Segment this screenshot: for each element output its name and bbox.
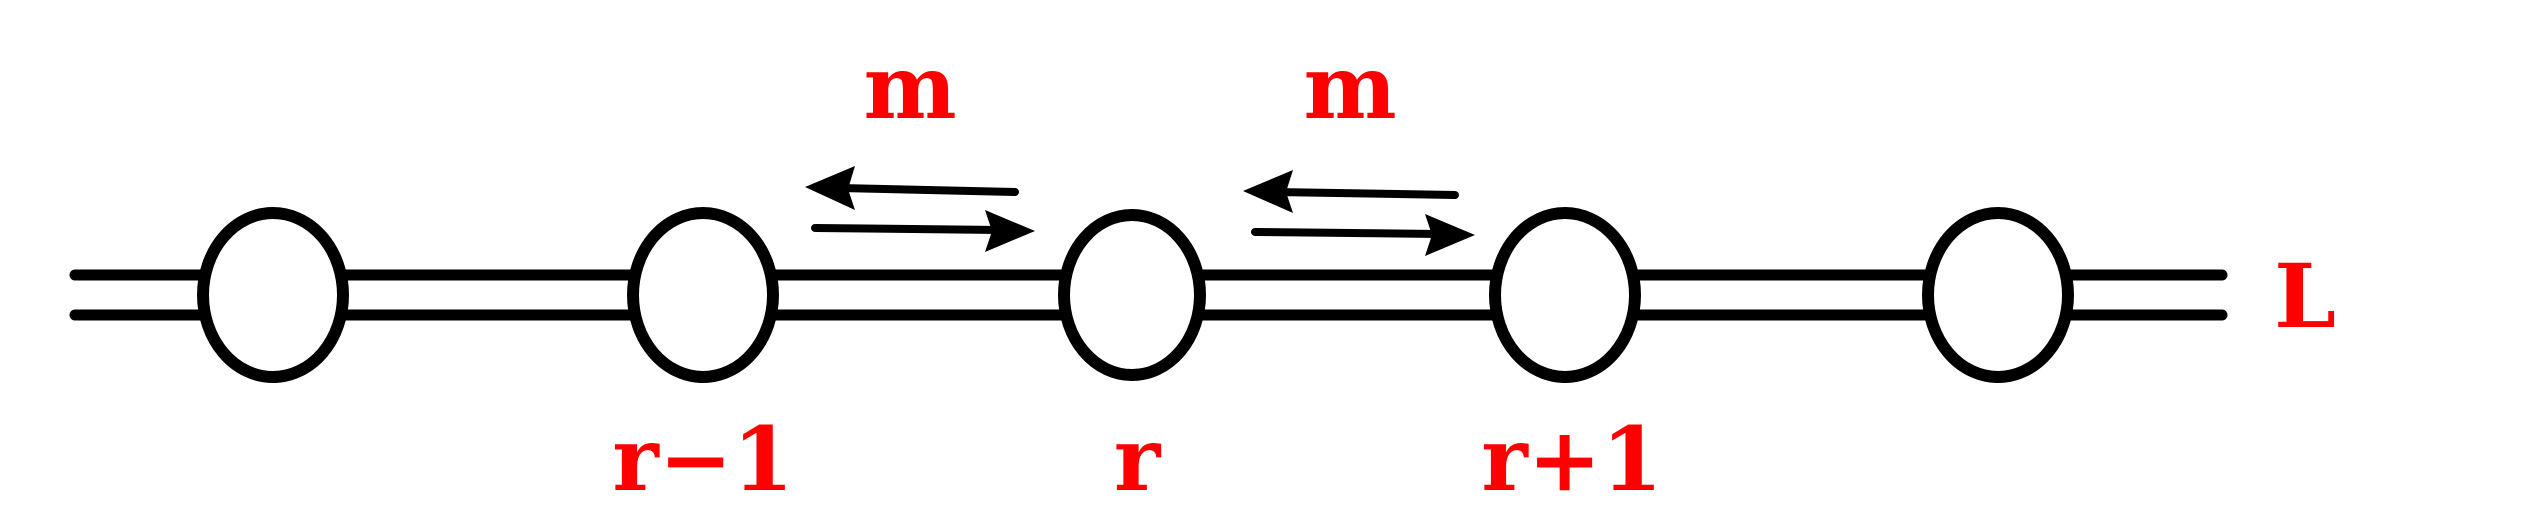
chain-nodes <box>197 207 2074 383</box>
chain-length-label: L <box>2274 244 2336 348</box>
node-r-plus-1 <box>1489 207 1641 383</box>
arrow-left-pointing-shaft <box>1271 188 1459 199</box>
transfer-label-left: m <box>863 35 956 139</box>
arrow-right-pointing-shaft <box>811 224 1004 234</box>
arrow-left-pointing-icon <box>805 166 855 210</box>
node-1 <box>197 207 349 383</box>
arrow-left-pointing-icon <box>1243 170 1293 213</box>
node-label-r: r <box>1114 407 1162 511</box>
arrow-right-pointing-icon <box>985 210 1035 252</box>
arrow-right-pointing-icon <box>1425 214 1475 256</box>
arrow-right-pointing-shaft <box>1251 228 1444 238</box>
node-label-r-minus-1: r−1 <box>612 407 793 511</box>
node-label-r-plus-1: r+1 <box>1481 407 1662 511</box>
arrow-left-pointing-shaft <box>836 184 1019 196</box>
node-r <box>1058 209 1206 381</box>
transfer-arrows-right <box>1243 170 1475 256</box>
node-5 <box>1922 207 2074 383</box>
node-r-minus-1 <box>627 207 779 383</box>
transfer-arrows-left <box>805 166 1035 252</box>
transfer-label-right: m <box>1303 35 1396 139</box>
